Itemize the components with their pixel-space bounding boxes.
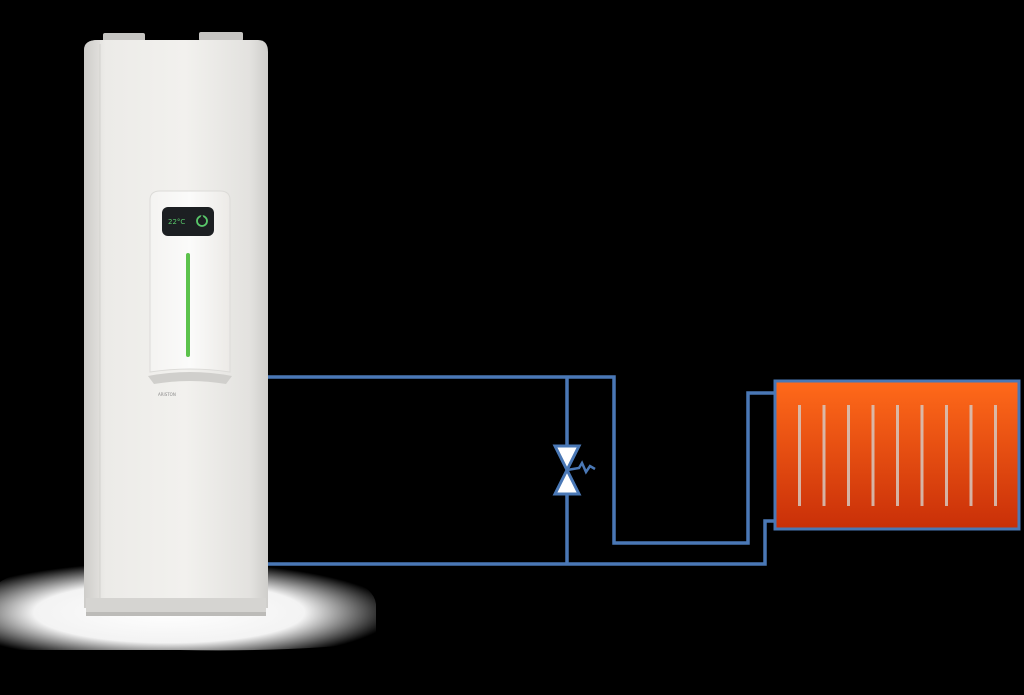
radiator-fin: [994, 405, 997, 506]
radiator-fin: [822, 405, 826, 506]
status-indicator-strip: [186, 253, 190, 357]
brand-label: ARISTON: [158, 392, 176, 397]
top-cap-left: [103, 33, 145, 42]
heat-pump-unit: 22°C ARISTON: [84, 32, 268, 616]
supply-pipe: [268, 375, 776, 545]
radiator-fin: [969, 405, 973, 506]
radiator-fin: [945, 405, 948, 506]
radiator: [773, 379, 1021, 531]
control-display: [162, 207, 214, 236]
radiator-fin: [871, 405, 875, 506]
bypass-valve-icon: [552, 444, 596, 496]
radiator-fin: [896, 405, 899, 506]
return-pipe: [268, 519, 776, 566]
display-temperature: 22°C: [168, 218, 185, 226]
radiator-fin: [920, 405, 924, 506]
cabinet-base: [86, 598, 266, 614]
radiator-fins: [798, 405, 997, 506]
radiator-fin: [847, 405, 850, 506]
radiator-fin: [798, 405, 801, 506]
pipework: [268, 375, 776, 566]
top-cap-right: [199, 32, 243, 41]
